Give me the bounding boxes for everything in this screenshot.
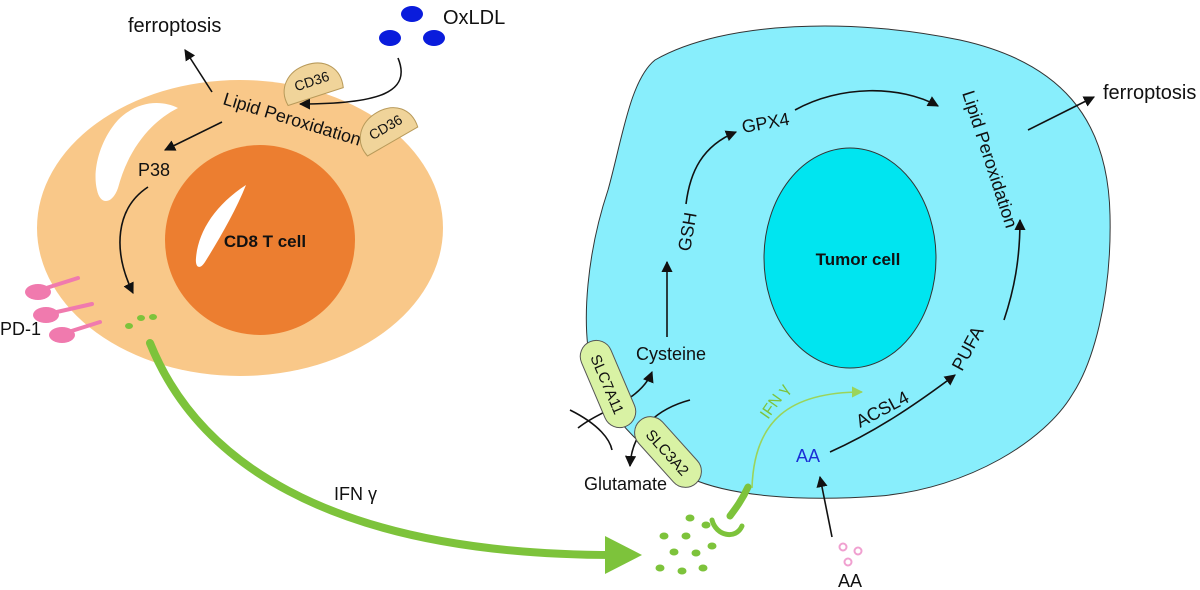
p38-to-ifn-arrow (119, 186, 149, 295)
cd36-receptor: CD36 (359, 107, 419, 157)
ifn-receptor-stalk (726, 483, 752, 520)
ifn-dot (669, 548, 679, 556)
ifn-dot (137, 315, 145, 321)
ifn-dot (655, 564, 665, 572)
oxldl-label: OxLDL (443, 7, 505, 29)
pd1-label: PD-1 (0, 319, 41, 339)
oxldl-particles (379, 6, 445, 46)
ifn-dot (677, 567, 687, 575)
ifn-dot (681, 532, 691, 540)
ifn-dot (707, 542, 717, 550)
tcell-nucleus (165, 145, 355, 335)
tcell-cytoplasm-highlight (95, 103, 178, 202)
oxldl-uptake-arrow (298, 57, 402, 110)
ifn-gamma-secretion-arrow (146, 339, 619, 559)
ifn-receptor-cup (709, 517, 745, 537)
aa-inner-label: AA (796, 446, 820, 466)
tumor-nucleus (763, 147, 937, 369)
aa-import-arrow (816, 475, 833, 538)
tcell-ferroptosis-arrow (184, 49, 213, 93)
tumor-cell: Tumor cell (585, 25, 1111, 499)
cd8-t-cell: CD8 T cell (37, 80, 443, 376)
ifn-dot (691, 549, 701, 557)
oxldl-dot (401, 6, 423, 22)
ifn-dot (701, 521, 711, 529)
ifn-signal-arrow (751, 386, 864, 489)
tcell-name: CD8 T cell (224, 232, 306, 251)
lipid-to-p38-arrow (163, 121, 223, 151)
tumor-ferroptosis-arrow (1027, 96, 1096, 131)
cysteine-label: Cysteine (636, 344, 706, 364)
tumor-name: Tumor cell (816, 250, 901, 269)
ifn-gamma-label: IFN γ (334, 484, 377, 504)
ifn-dot (125, 323, 133, 329)
ifn-vesicles-tcell (125, 314, 157, 329)
aa-molecules (838, 542, 863, 567)
oxldl-dot (423, 30, 445, 46)
pufa-to-lipid-arrow (1003, 218, 1026, 321)
gsh-to-gpx4-arrow (685, 130, 738, 205)
pd1-receptors (25, 276, 102, 343)
ifn-molecules-extracellular (655, 514, 717, 575)
tumor-ferroptosis-label: ferroptosis (1103, 82, 1196, 104)
oxldl-dot (379, 30, 401, 46)
ifn-dot (685, 514, 695, 522)
ifn-dot (698, 564, 708, 572)
aa-outer-label: AA (838, 571, 862, 590)
cd36-receptor: CD36 (283, 62, 344, 107)
aa-dot (838, 542, 848, 552)
gpx4-to-lipid-arrow (794, 89, 939, 111)
tcell-ferroptosis-label: ferroptosis (128, 15, 221, 37)
tcell-nucleus-highlight (195, 185, 246, 267)
aa-to-pufa-arrow (829, 374, 956, 453)
p38-label: P38 (138, 160, 170, 180)
ifn-gamma-arrowhead (605, 536, 642, 574)
aa-dot (853, 546, 863, 556)
ifn-dot (149, 314, 157, 320)
ifn-dot (659, 532, 669, 540)
aa-dot (843, 557, 853, 567)
glutamate-label: Glutamate (584, 474, 667, 494)
slc-membrane-line (569, 409, 613, 451)
